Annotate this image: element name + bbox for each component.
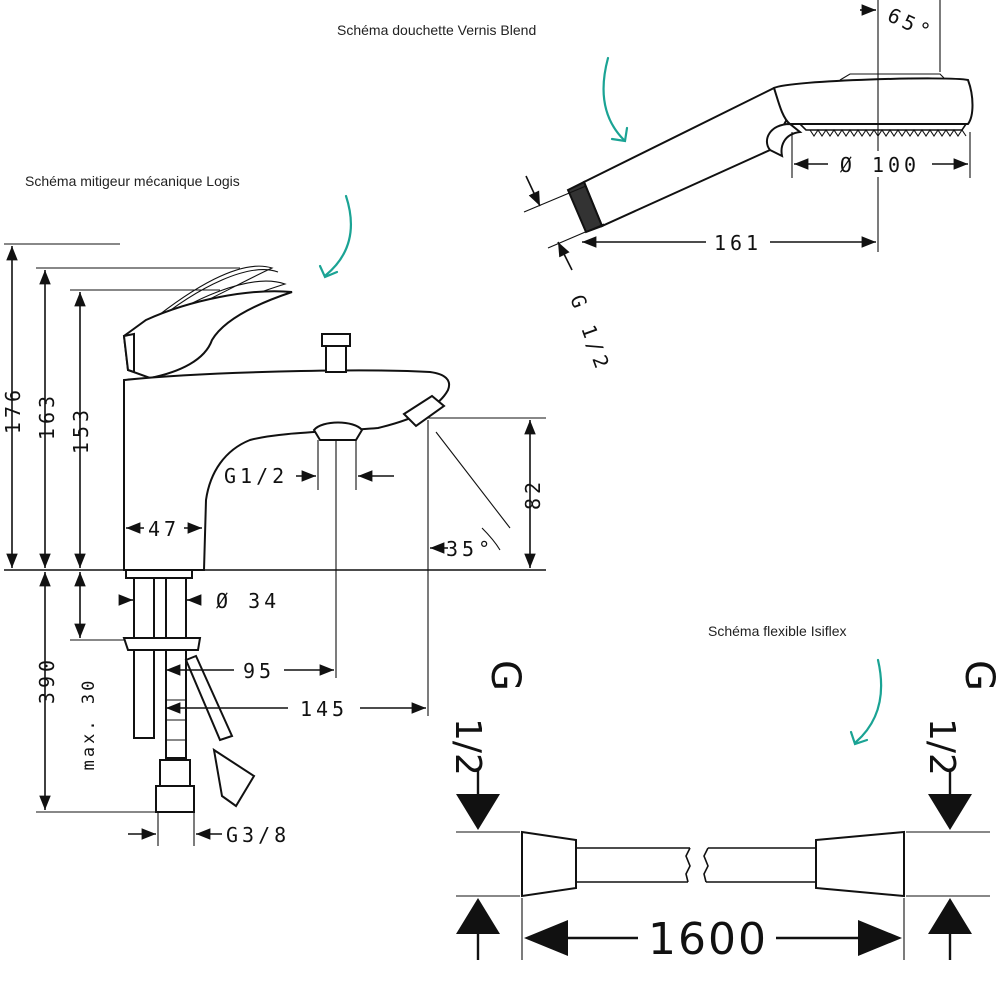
dim-d100: Ø 100 <box>840 153 920 177</box>
dim-161: 161 <box>714 231 762 255</box>
hose-frac-right: 1/2 <box>921 718 962 776</box>
dim-max30: max. 30 <box>79 678 99 771</box>
dim-g12-mixer: G1/2 <box>224 464 288 488</box>
dim-145: 145 <box>300 697 348 721</box>
mixer-drawing <box>4 243 546 813</box>
teal-arrow-icon <box>849 658 883 746</box>
caption-handshower: Schéma douchette Vernis Blend <box>337 22 536 38</box>
teal-arrow-icon <box>602 56 629 143</box>
dim-82: 82 <box>521 478 545 510</box>
dim-163: 163 <box>35 392 59 440</box>
dim-g38: G3/8 <box>226 823 290 847</box>
hose-drawing <box>456 830 990 960</box>
dim-47: 47 <box>148 517 180 541</box>
hose-g-right: G <box>956 660 1000 691</box>
dim-35-angle: 35° <box>446 537 494 561</box>
hose-frac-left: 1/2 <box>447 718 488 776</box>
dim-153: 153 <box>69 406 93 454</box>
dim-390: 390 <box>35 656 59 704</box>
caption-mixer: Schéma mitigeur mécanique Logis <box>25 173 240 189</box>
dim-1600: 1600 <box>648 914 768 965</box>
dim-d34: Ø 34 <box>216 589 280 613</box>
handshower-drawing <box>566 73 974 234</box>
dim-176: 176 <box>1 386 25 434</box>
teal-arrow-icon <box>318 194 353 279</box>
dim-g12-handshower: G 1/2 <box>565 292 615 376</box>
dim-65-angle: 65° <box>884 3 938 45</box>
dim-95: 95 <box>243 659 275 683</box>
hose-g-left: G <box>482 660 528 691</box>
caption-hose: Schéma flexible Isiflex <box>708 623 847 639</box>
